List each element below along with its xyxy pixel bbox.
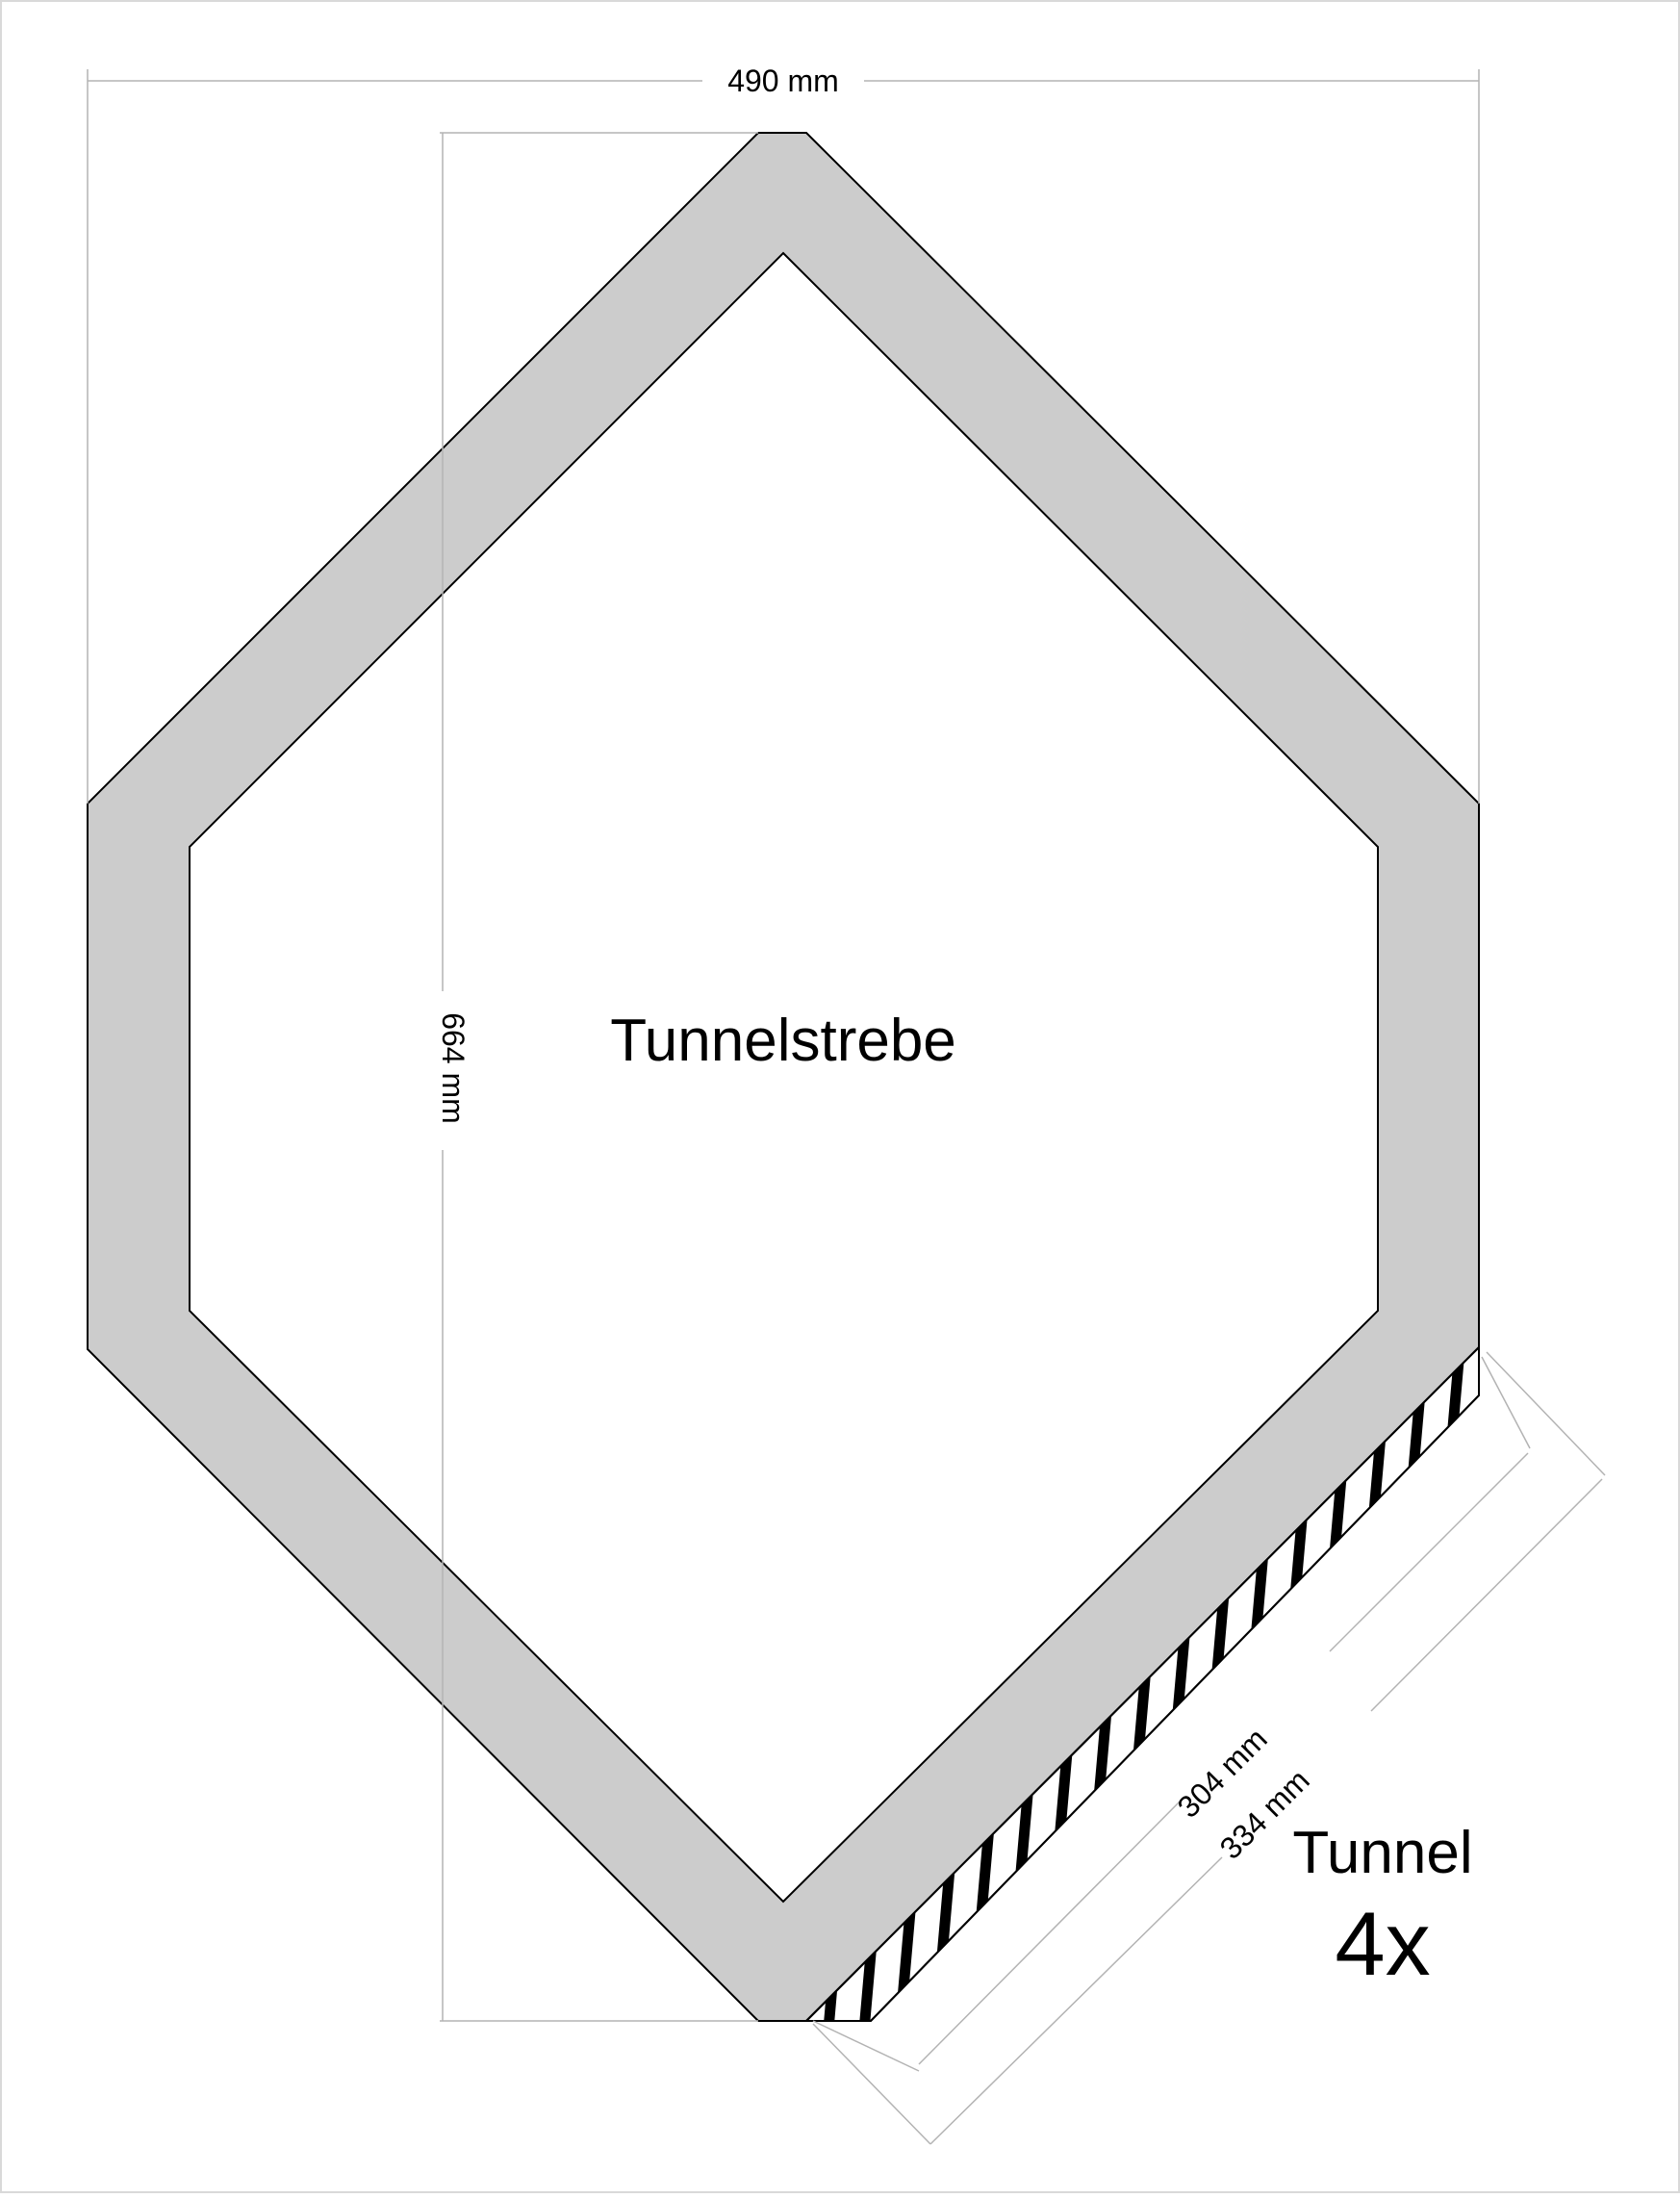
dimension-edge-outer [812, 1351, 1606, 2145]
dimension-height-label: 664 mm [436, 1012, 471, 1124]
dimension-edge-inner [812, 1356, 1531, 2072]
quantity-prefix-label: Tunnel [1292, 1820, 1472, 1886]
part-label: Tunnelstrebe [610, 1008, 956, 1074]
dimension-height [440, 132, 758, 2022]
hatched-strip-outline [803, 1344, 1480, 2022]
dimension-width [87, 69, 1480, 804]
hexagon-frame [87, 132, 1480, 2022]
quantity-label: 4x [1335, 1893, 1430, 1994]
dimension-width-label: 490 mm [727, 64, 839, 98]
